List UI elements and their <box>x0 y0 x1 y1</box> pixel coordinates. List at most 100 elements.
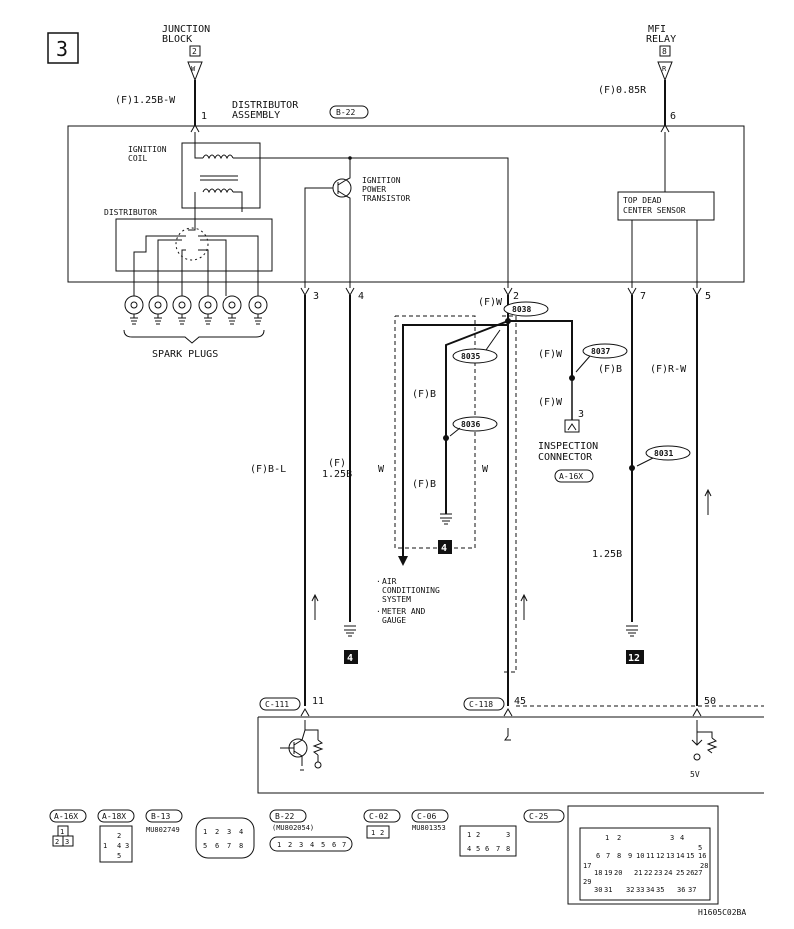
wire-label-085r: (F)0.85R <box>598 85 647 96</box>
note-ac-line3: SYSTEM <box>382 595 411 604</box>
page-number: 3 <box>56 37 68 61</box>
spark-plug-icon <box>172 295 192 325</box>
connector-c06-part: MU801353 <box>412 824 446 832</box>
mfi-relay-pin-box <box>659 45 671 57</box>
pin-b22-5: 5 <box>321 841 325 849</box>
wire-label-fb-right: (F)B <box>598 364 622 375</box>
pin-a16x-3: 3 <box>65 838 69 846</box>
connector-c06-label: C-06 <box>417 812 436 821</box>
tdc-sensor-box <box>617 191 715 221</box>
pin-c06-6: 6 <box>485 845 489 853</box>
pin-50: 50 <box>704 696 716 707</box>
wire-w-to-systems <box>402 324 508 562</box>
wire-label-fw-2: (F)W <box>538 397 563 408</box>
connector-c118: C-118 <box>469 700 493 709</box>
pin-b22-1: 1 <box>277 841 281 849</box>
pin-c25-12: 12 <box>656 852 664 860</box>
pin-c25-35: 35 <box>656 886 664 894</box>
pin-c25-21: 21 <box>634 869 642 877</box>
connector-b13: B-13 MU802749 1 2 3 4 5 6 7 8 <box>145 809 255 859</box>
junction-block-line2: BLOCK <box>162 34 192 45</box>
mfi-relay-line1: MFI <box>648 24 666 35</box>
spark-plugs <box>124 295 268 325</box>
pin-c25-2: 2 <box>617 834 621 842</box>
spark-plug-icon <box>222 295 242 325</box>
page-number-box <box>47 32 79 64</box>
connector-a18x-pill <box>97 809 135 823</box>
pin-c02-2: 2 <box>380 829 384 837</box>
connector-b22-housing <box>269 836 353 852</box>
pin-c25-37: 37 <box>688 886 696 894</box>
pin-b13-4: 4 <box>239 828 243 836</box>
pin-c25-14: 14 <box>676 852 684 860</box>
figure-code: H1605C02BA <box>698 908 746 917</box>
note-bullet: · <box>376 607 381 616</box>
arrow-up-icon <box>311 593 319 620</box>
connector-c25-label: C-25 <box>529 812 548 821</box>
ground-icon <box>626 625 638 637</box>
pin-b13-6: 6 <box>215 842 219 850</box>
connector-b22-pill <box>269 809 307 823</box>
pin-a18x-1: 1 <box>103 842 107 850</box>
connector-a16x-label: A-16X <box>54 812 78 821</box>
coil-primary-icon <box>202 154 234 160</box>
ignition-coil-line1: IGNITION <box>128 145 167 154</box>
pin-a18x-5: 5 <box>117 852 121 860</box>
connector-c118-badge <box>463 697 505 711</box>
pin-c25-26: 26 <box>686 869 694 877</box>
wire-plug-2 <box>157 239 182 296</box>
splice-8036-badge <box>452 416 498 432</box>
ecu-resistor-lead <box>305 729 319 740</box>
wire-label-125bw: (F)1.25B-W <box>115 95 176 106</box>
splice-8037: 8037 <box>591 347 610 356</box>
tdc-sensor-line2: CENTER SENSOR <box>623 206 686 215</box>
spark-plugs-label: SPARK PLUGS <box>152 349 218 360</box>
pin-c25-16: 16 <box>698 852 706 860</box>
pin-c02-1: 1 <box>371 829 375 837</box>
wire-label-w-mid: W <box>482 464 489 475</box>
pin-b13-1: 1 <box>203 828 207 836</box>
connector-c02-pill <box>363 809 401 823</box>
splice-8038: 8038 <box>512 305 531 314</box>
ecu-ground-icon <box>693 753 701 761</box>
pin-c25-15: 15 <box>686 852 694 860</box>
spark-plug-icon <box>124 295 144 325</box>
pin-c25-5: 5 <box>698 844 702 852</box>
wire-coil-to-rotor <box>188 192 196 231</box>
pin-c25-22: 22 <box>644 869 652 877</box>
terminal-marker <box>692 707 702 717</box>
splice-8035-badge <box>452 348 498 364</box>
leader-line <box>575 355 591 373</box>
connector-b22-legend-label: B-22 <box>275 812 294 821</box>
connector-c02-label: C-02 <box>369 812 388 821</box>
pin-c25-31: 31 <box>604 886 612 894</box>
terminal-marker <box>300 287 310 297</box>
pin-a18x-4: 4 <box>117 842 121 850</box>
pin-c25-36: 36 <box>677 886 685 894</box>
mfi-relay-line2: RELAY <box>646 34 676 45</box>
pin-b13-5: 5 <box>203 842 207 850</box>
pin-c25-24: 24 <box>664 869 672 877</box>
connector-b13-housing <box>195 817 255 859</box>
leader-line <box>449 427 461 437</box>
pin-c25-3: 3 <box>670 834 674 842</box>
ignition-coil-line2: COIL <box>128 154 147 163</box>
mfi-relay-pin: 8 <box>662 47 667 56</box>
distributor-label: DISTRIBUTOR <box>104 208 157 217</box>
transistor-icon <box>332 178 352 198</box>
pin-c25-23: 23 <box>654 869 662 877</box>
junction-block-tag: W <box>191 65 196 73</box>
leader-line <box>485 329 501 351</box>
transistor-line3: TRANSISTOR <box>362 194 410 203</box>
pin-c25-6: 6 <box>596 852 600 860</box>
mfi-relay-tag: R <box>662 65 667 73</box>
note-ac-line2: CONDITIONING <box>382 586 440 595</box>
pin-c25-30: 30 <box>594 886 602 894</box>
transistor-line1: IGNITION <box>362 176 401 185</box>
pin-c25-28: 28 <box>700 862 708 870</box>
connector-b22: B-22 (MU802054) 1 2 3 4 5 6 7 <box>269 809 353 852</box>
ecu-transistor-collector <box>293 720 306 746</box>
splice-8036: 8036 <box>461 420 480 429</box>
terminal-marker <box>627 287 637 297</box>
pin-a16x-2: 2 <box>55 838 59 846</box>
